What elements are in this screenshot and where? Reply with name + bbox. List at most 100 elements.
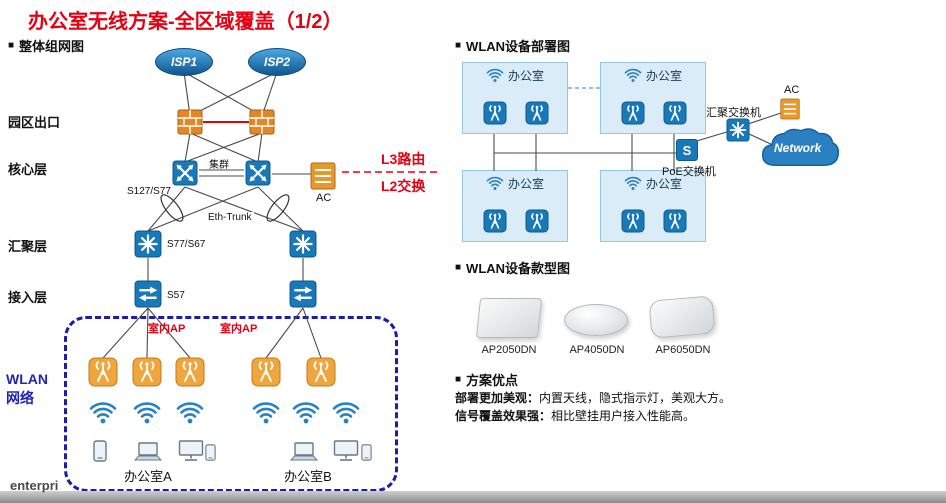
wifi-signal-icon (176, 401, 204, 425)
deploy-ap-icon (663, 209, 687, 233)
core-switch-icon (245, 160, 271, 186)
ac-icon (310, 162, 336, 190)
access-switch-icon (134, 280, 162, 308)
office-box-4: 办公室 (600, 170, 706, 242)
wifi-signal-icon (252, 401, 280, 425)
wlan-label-line2: 网络 (6, 390, 34, 406)
l3-route-label: L3路由 (381, 151, 426, 167)
eth-trunk-label: Eth-Trunk (206, 212, 254, 223)
deploy-ap-icon (525, 101, 549, 125)
office-box-2: 办公室 (600, 62, 706, 134)
section-models-label: WLAN设备款型图 (466, 261, 571, 276)
office-box-header: 办公室 (463, 175, 567, 192)
ac2-icon (780, 98, 800, 120)
monitor-icon (333, 440, 359, 462)
monitor-icon (178, 440, 204, 462)
advantage-1-text: 内置天线，隐式指示灯，美观大方。 (539, 391, 732, 405)
wlan-zone-box (64, 316, 398, 492)
poe-switch-icon: S (676, 139, 698, 161)
footer-bar (0, 491, 946, 503)
ap6050dn-label: AP6050DN (655, 344, 711, 356)
office-box-header: 办公室 (463, 67, 567, 84)
deploy-ap-icon (621, 209, 645, 233)
wifi-signal-icon (292, 401, 320, 425)
wifi-signal-icon (89, 401, 117, 425)
advantage-line-2: 信号覆盖效果强：相比壁挂用户接入性能高。 (455, 407, 695, 424)
phone-icon (205, 444, 216, 461)
aggregation-switch2-icon (726, 118, 750, 142)
office-box-label: 办公室 (645, 69, 682, 83)
office-b-label: 办公室B (284, 469, 332, 484)
bullet-icon: ■ (455, 261, 462, 273)
office-box-header: 办公室 (601, 67, 705, 84)
office-a-label: 办公室A (124, 469, 172, 484)
indoor-ap-icon (175, 357, 205, 387)
bullet-icon: ■ (455, 373, 462, 385)
office-box-header: 办公室 (601, 175, 705, 192)
section-deployment-label: WLAN设备部署图 (466, 39, 571, 54)
core-switch-icon (172, 160, 198, 186)
advantage-2-lead: 信号覆盖效果强： (455, 409, 552, 423)
isp2-label: ISP2 (263, 55, 290, 69)
isp2-node: ISP2 (248, 48, 306, 76)
section-advantages-label: 方案优点 (466, 373, 519, 388)
aggregation-switch-icon (289, 230, 317, 258)
ap4050dn-image (564, 304, 628, 336)
section-topology-label: 整体组网图 (19, 39, 85, 54)
layer-label-access: 接入层 (8, 290, 48, 305)
advantage-1-lead: 部署更加美观： (455, 391, 540, 405)
ap4050dn-label: AP4050DN (569, 344, 625, 356)
section-models-header: ■ WLAN设备款型图 (455, 258, 570, 277)
core-model-label: S127/S77 (127, 186, 171, 197)
firewall-icon (177, 109, 203, 135)
indoor-ap-icon (88, 357, 118, 387)
cluster-label: 集群 (209, 160, 229, 171)
wifi-icon (486, 176, 504, 191)
laptop-icon (132, 442, 164, 462)
office-box-1: 办公室 (462, 62, 568, 134)
advantage-2-text: 相比壁挂用户接入性能高。 (551, 409, 696, 423)
deploy-ap-icon (621, 101, 645, 125)
deploy-ap-icon (483, 101, 507, 125)
brand-text: enterpri (10, 478, 59, 493)
isp1-label: ISP1 (170, 55, 197, 69)
section-advantages-header: ■ 方案优点 (455, 370, 518, 389)
network-label: Network (774, 141, 822, 155)
wifi-signal-icon (332, 401, 360, 425)
wifi-signal-icon (133, 401, 161, 425)
section-deployment-header: ■ WLAN设备部署图 (455, 36, 570, 55)
aggregation-switch2-label: 汇聚交换机 (706, 107, 761, 119)
deploy-ap-icon (525, 209, 549, 233)
indoor-ap-icon (132, 357, 162, 387)
office-box-label: 办公室 (507, 177, 544, 191)
layer-label-aggregation: 汇聚层 (8, 239, 48, 254)
ac2-label: AC (784, 84, 800, 96)
indoor-ap-icon (251, 357, 281, 387)
ac-label: AC (316, 192, 332, 204)
ap6050dn-image (648, 295, 716, 339)
advantage-line-1: 部署更加美观：内置天线，隐式指示灯，美观大方。 (455, 389, 731, 406)
indoor-ap-icon (306, 357, 336, 387)
bullet-icon: ■ (455, 39, 462, 51)
wifi-icon (624, 176, 642, 191)
l2-switch-label: L2交换 (381, 178, 426, 194)
indoor-ap-label-a: 室内AP (148, 323, 186, 335)
wifi-icon (624, 68, 642, 83)
deploy-ap-icon (483, 209, 507, 233)
poe-switch-glyph: S (682, 142, 692, 158)
office-box-label: 办公室 (507, 69, 544, 83)
isp1-node: ISP1 (155, 48, 213, 76)
ap2050dn-label: AP2050DN (481, 344, 537, 356)
layer-label-egress: 园区出口 (8, 115, 61, 130)
wlan-network-label: WLAN 网络 (6, 370, 48, 408)
access-switch-icon (289, 280, 317, 308)
page-title: 办公室无线方案-全区域覆盖（1/2） (28, 11, 343, 33)
aggregation-switch-icon (134, 230, 162, 258)
ap2050dn-image (475, 298, 543, 338)
section-topology-header: ■ 整体组网图 (8, 36, 84, 55)
aggregation-model-label: S77/S67 (167, 239, 206, 250)
office-box-label: 办公室 (645, 177, 682, 191)
wifi-icon (486, 68, 504, 83)
laptop-icon (288, 442, 320, 462)
